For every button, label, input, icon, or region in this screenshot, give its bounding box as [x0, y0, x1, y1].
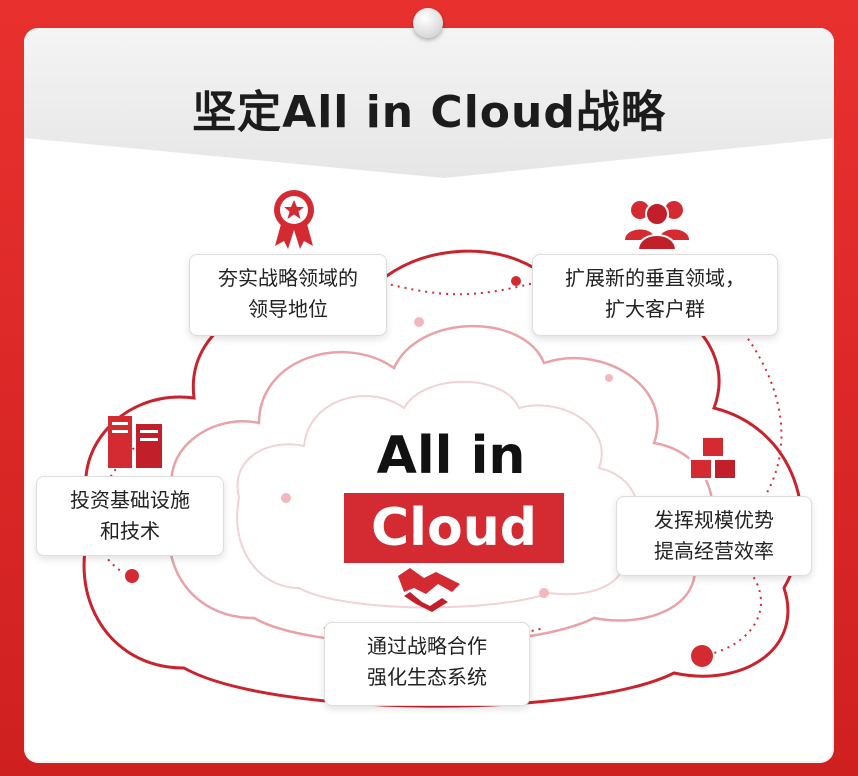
page-title: 坚定All in Cloud战略 — [192, 87, 666, 138]
item-line: 领导地位 — [248, 297, 328, 321]
node-dot — [511, 276, 521, 286]
item-line: 扩大客户群 — [605, 297, 705, 321]
header: 坚定All in Cloud战略 — [24, 28, 834, 178]
item-line: 发挥规模优势 — [654, 508, 774, 532]
strategy-item: 扩展新的垂直领域， 扩大客户群 — [532, 254, 778, 336]
award-ribbon-icon — [274, 190, 314, 249]
connector-right-top — [743, 332, 783, 499]
strategy-item: 投资基础设施 和技术 — [36, 476, 224, 556]
middle-cloud-outline — [167, 324, 714, 646]
node-dot — [539, 588, 549, 598]
cubes-icon — [689, 436, 737, 480]
item-line: 夯实战略领域的 — [218, 266, 358, 290]
item-line: 通过战略合作 — [367, 634, 487, 658]
strategy-item: 夯实战略领域的 领导地位 — [189, 254, 387, 336]
pin-decoration — [413, 8, 443, 38]
item-line: 扩展新的垂直领域， — [565, 266, 745, 290]
node-dot — [414, 317, 424, 327]
item-line: 和技术 — [100, 519, 160, 543]
node-dot — [691, 645, 713, 667]
center-label-top: All in — [376, 426, 526, 486]
strategy-item: 通过战略合作 强化生态系统 — [324, 622, 530, 706]
content-card: 坚定All in Cloud战略 — [24, 28, 834, 763]
center-label-bottom: Cloud — [344, 493, 564, 563]
item-line: 提高经营效率 — [654, 539, 774, 563]
item-line: 投资基础设施 — [70, 488, 190, 512]
node-dot — [605, 374, 613, 382]
connector-top — [383, 282, 535, 296]
people-group-icon — [625, 201, 689, 250]
node-dot — [125, 569, 139, 583]
inner-cloud-outline — [236, 380, 640, 609]
item-line: 强化生态系统 — [367, 665, 487, 689]
handshake-icon — [398, 568, 460, 612]
strategy-item: 发挥规模优势 提高经营效率 — [616, 496, 812, 576]
server-rack-icon — [108, 416, 162, 468]
header-band — [24, 28, 834, 178]
node-dot — [281, 493, 291, 503]
